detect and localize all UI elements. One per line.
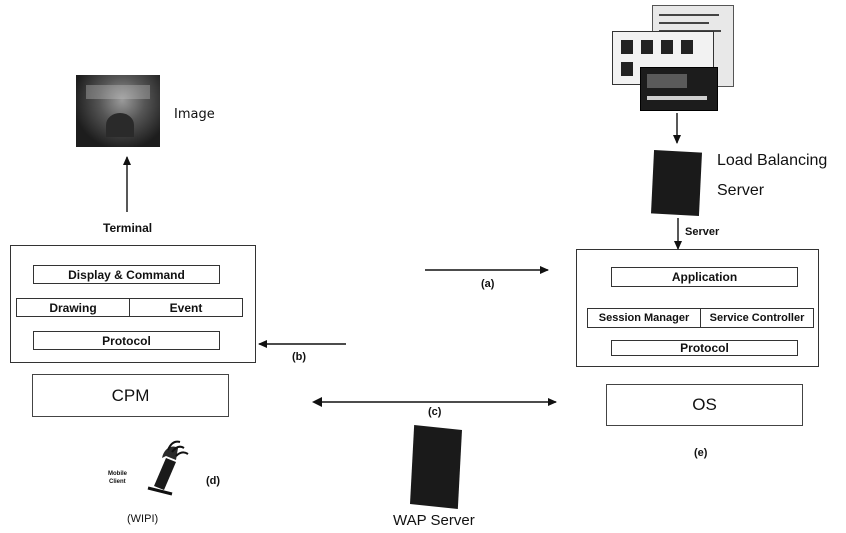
session-manager-box: Session Manager bbox=[587, 308, 701, 328]
cpm-box: CPM bbox=[32, 374, 229, 417]
screen-front bbox=[640, 67, 718, 111]
label-b: (b) bbox=[292, 351, 307, 363]
screen-icon bbox=[661, 40, 673, 54]
load-balancing-server-icon bbox=[651, 150, 702, 216]
mobile-client-line1: Mobile bbox=[108, 471, 127, 477]
terminal-protocol-box: Protocol bbox=[33, 331, 220, 350]
screen-icon bbox=[681, 40, 693, 54]
screen-back-line bbox=[659, 14, 719, 16]
wipi-label: (WIPI) bbox=[127, 513, 159, 525]
service-controller-box: Service Controller bbox=[700, 308, 814, 328]
label-a: (a) bbox=[481, 278, 495, 290]
screen-back-line bbox=[659, 22, 709, 24]
server-label: Server bbox=[685, 226, 720, 238]
label-d: (d) bbox=[206, 475, 221, 487]
event-box: Event bbox=[129, 298, 243, 317]
wap-server-label: WAP Server bbox=[393, 512, 475, 529]
screen-front-bar bbox=[647, 96, 707, 100]
application-box: Application bbox=[611, 267, 798, 287]
screen-icon bbox=[641, 40, 653, 54]
load-balancing-label-line2: Server bbox=[717, 182, 765, 199]
image-photo-subject bbox=[106, 113, 134, 137]
os-box: OS bbox=[606, 384, 803, 426]
screens-collage bbox=[612, 5, 737, 113]
mobile-client-icon bbox=[147, 440, 189, 496]
label-e: (e) bbox=[694, 447, 708, 459]
display-command-box: Display & Command bbox=[33, 265, 220, 284]
terminal-label: Terminal bbox=[103, 221, 153, 235]
arrow-c-left-head bbox=[312, 397, 322, 407]
screen-front-panel bbox=[647, 74, 687, 88]
image-photo-highlight bbox=[86, 85, 150, 99]
screen-icon bbox=[621, 62, 633, 76]
load-balancing-label-line1: Load Balancing bbox=[717, 152, 828, 169]
image-photo bbox=[76, 75, 160, 147]
wap-server-icon bbox=[410, 425, 462, 509]
drawing-box: Drawing bbox=[16, 298, 130, 317]
screen-icon bbox=[621, 40, 633, 54]
server-protocol-box: Protocol bbox=[611, 340, 798, 356]
image-label: Image bbox=[174, 107, 215, 122]
label-c: (c) bbox=[428, 406, 442, 418]
mobile-client-line2: Client bbox=[109, 479, 126, 485]
